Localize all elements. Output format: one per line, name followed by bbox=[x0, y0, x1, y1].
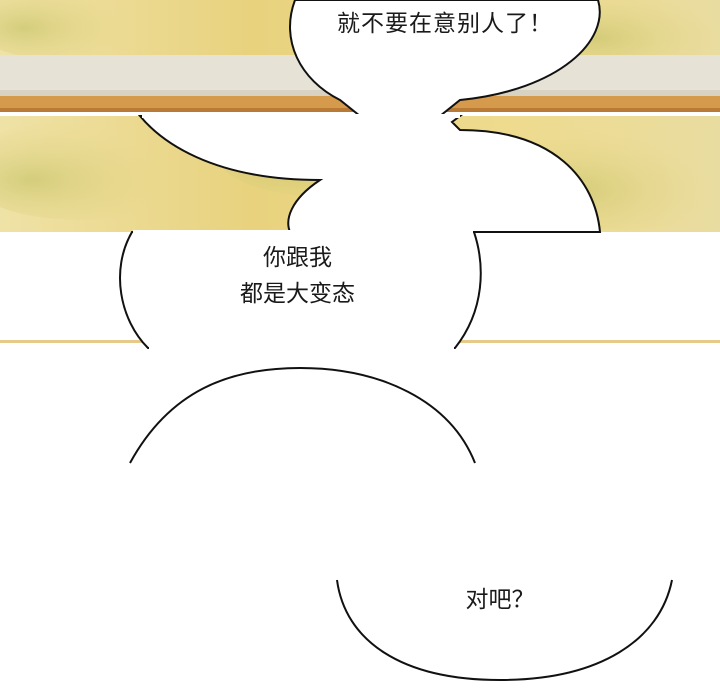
dialogue-text-1: 就不要在意别人了！ bbox=[337, 11, 553, 37]
speech-bubble-1 bbox=[289, 0, 601, 117]
dialogue-text-2: 你跟我 都是大变态 bbox=[215, 240, 380, 312]
dialogue-text-3: 对吧？ bbox=[465, 587, 535, 613]
dialogue-text-2b: 都是大变态 bbox=[240, 281, 355, 307]
speech-bubble-2 bbox=[137, 115, 602, 233]
speech-bubble-3 bbox=[119, 231, 482, 349]
speech-bubble-4 bbox=[129, 366, 476, 464]
dialogue-text-2a: 你跟我 bbox=[263, 245, 332, 271]
speech-bubble-5 bbox=[336, 579, 673, 682]
